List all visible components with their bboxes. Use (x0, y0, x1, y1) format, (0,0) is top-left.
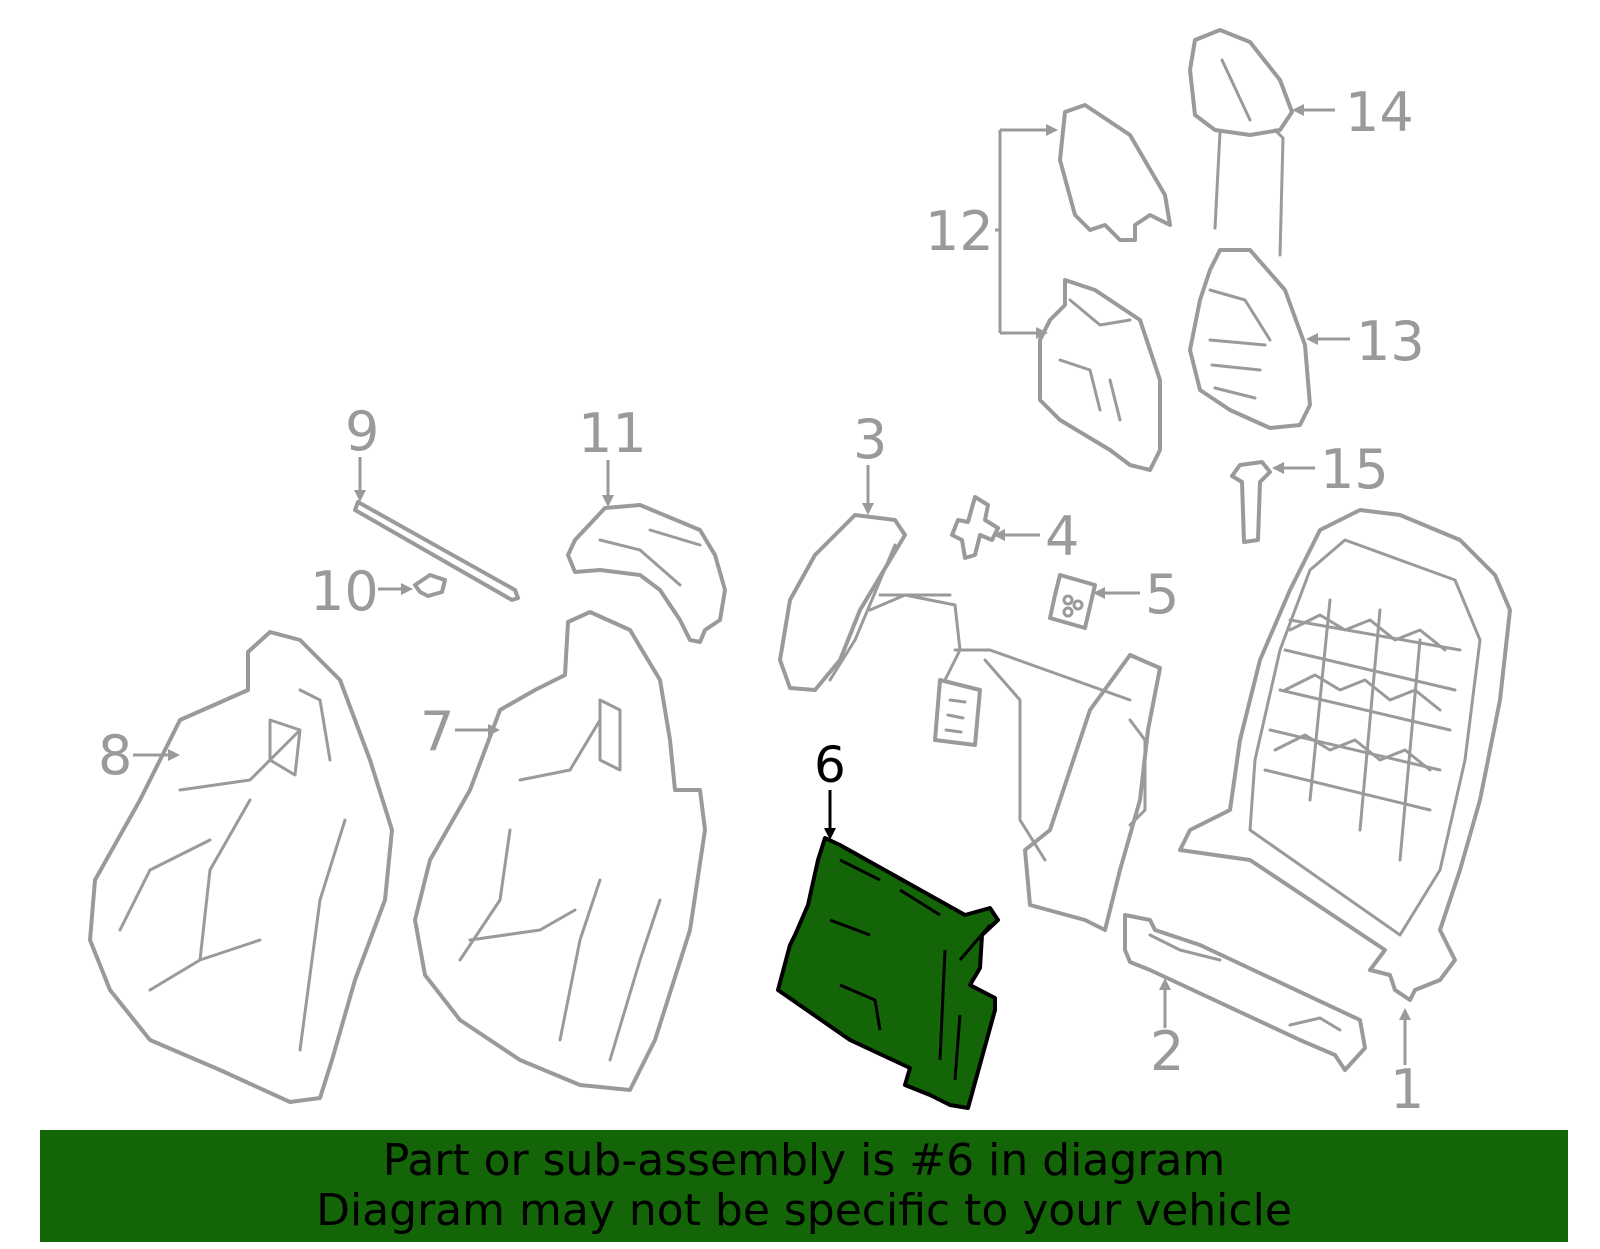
part-5-block (1048, 573, 1097, 630)
part-8-seat-cover (88, 630, 394, 1104)
svg-text:6: 6 (814, 736, 846, 794)
info-banner: Part or sub-assembly is #6 in diagram Di… (40, 1130, 1568, 1242)
side-rail (933, 648, 1162, 932)
callout-3: 3 (853, 408, 887, 515)
callout-15: 15 (1272, 438, 1389, 501)
svg-text:8: 8 (98, 724, 132, 787)
part-7-cushion (413, 610, 707, 1092)
svg-text:13: 13 (1356, 310, 1425, 373)
callout-9: 9 (345, 400, 379, 502)
svg-text:14: 14 (1345, 81, 1414, 144)
part-4-clip (950, 495, 1000, 560)
callout-7: 7 (420, 700, 500, 763)
callout-8: 8 (98, 724, 180, 787)
callout-5: 5 (1093, 563, 1179, 626)
callout-10: 10 (310, 560, 413, 623)
svg-text:5: 5 (1145, 563, 1179, 626)
callout-6: 6 (814, 736, 846, 840)
svg-text:11: 11 (578, 402, 647, 465)
part-10-clip (413, 573, 447, 598)
callout-14: 14 (1292, 81, 1414, 144)
callout-1: 1 (1390, 1008, 1424, 1121)
callout-12: 12 (925, 200, 1000, 263)
callout-2: 2 (1150, 978, 1184, 1083)
svg-text:7: 7 (420, 700, 454, 763)
svg-text:4: 4 (1045, 505, 1079, 568)
part-12-shells (998, 103, 1172, 472)
banner-line-1: Part or sub-assembly is #6 in diagram (382, 1135, 1226, 1186)
part-1-frame (1178, 508, 1512, 1002)
svg-text:2: 2 (1150, 1020, 1184, 1083)
svg-text:15: 15 (1320, 438, 1389, 501)
banner-line-2: Diagram may not be specific to your vehi… (316, 1185, 1292, 1236)
parts-diagram: 8 7 9 10 11 (88, 28, 1512, 1121)
part-14-headrest (1188, 28, 1294, 257)
part-9-rod (353, 500, 520, 602)
svg-text:10: 10 (310, 560, 379, 623)
part-13-back-panel (1188, 248, 1312, 430)
svg-text:12: 12 (925, 200, 994, 263)
svg-text:1: 1 (1390, 1058, 1424, 1121)
part-11-bracket (566, 503, 727, 644)
callout-13: 13 (1306, 310, 1425, 373)
part-3-airbag (778, 513, 962, 692)
part-15-guide (1230, 460, 1272, 544)
part-6-highlighted-module (776, 836, 1000, 1110)
callout-11: 11 (578, 402, 647, 507)
callout-4: 4 (993, 505, 1079, 568)
svg-text:3: 3 (853, 408, 887, 471)
svg-text:9: 9 (345, 400, 379, 463)
part-2-crossmember (1123, 913, 1367, 1072)
